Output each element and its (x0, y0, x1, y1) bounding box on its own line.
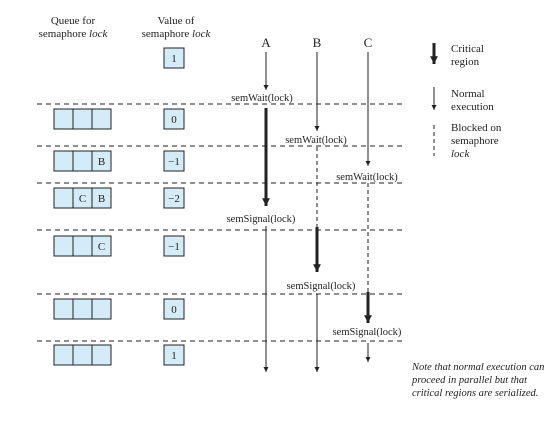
state-row: C −1 (53, 235, 185, 257)
state-row: B −1 (53, 150, 185, 172)
value-header: Value of semaphore lock (142, 15, 212, 40)
value-header-line2: semaphore lock (142, 28, 212, 40)
queue-header-line1: Queue for (51, 15, 96, 27)
queue-cell (91, 108, 112, 130)
legend-blocked-line2: semaphore (451, 135, 499, 147)
queue-header: Queue for semaphore lock (39, 15, 109, 40)
value-header-line1: Value of (158, 15, 195, 27)
queue-cell (72, 298, 93, 320)
queue-cell (91, 344, 112, 366)
queue-cell (72, 150, 93, 172)
operation-label: semSignal(lock) (333, 327, 402, 338)
process-label-c: C (364, 35, 373, 50)
operation-label: semSignal(lock) (227, 214, 296, 225)
value-box (163, 187, 185, 209)
value-box (163, 298, 185, 320)
footnote: Note that normal execution can proceed i… (412, 362, 545, 399)
legend-critical-line1: Critical (451, 43, 484, 55)
state-row: 0 (53, 108, 185, 130)
separators (37, 103, 405, 342)
semaphore-value: 0 (171, 304, 177, 316)
initial-value-box (163, 47, 185, 69)
legend-normal-line2: execution (451, 101, 494, 113)
process-label-a: A (261, 35, 271, 50)
queue-cell (72, 235, 93, 257)
queue-entry: B (98, 156, 105, 168)
process-label-b: B (313, 35, 322, 50)
queue-cell (91, 235, 112, 257)
queue-cell (53, 108, 74, 130)
queue-cell (53, 344, 74, 366)
legend-critical-line2: region (451, 56, 480, 68)
queue-cell (91, 187, 112, 209)
state-row: 1 (53, 344, 185, 366)
legend: Critical region Normal execution Blocked… (430, 43, 502, 160)
operation-label: semWait(lock) (231, 93, 293, 104)
queue-cell (91, 150, 112, 172)
queue-cell (53, 187, 74, 209)
state-row: 0 (53, 298, 185, 320)
legend-normal-line1: Normal (451, 88, 485, 100)
queue-header-line2: semaphore lock (39, 28, 109, 40)
queue-entry: C (79, 193, 86, 205)
queue-cell (72, 344, 93, 366)
value-box (163, 344, 185, 366)
semaphore-value: −1 (168, 241, 180, 253)
semaphore-value: −2 (168, 193, 180, 205)
semaphore-value: −1 (168, 156, 180, 168)
operation-label: semWait(lock) (285, 135, 347, 146)
value-box (163, 235, 185, 257)
queue-entry: C (98, 241, 105, 253)
value-box (163, 150, 185, 172)
queue-cell (72, 108, 93, 130)
legend-blocked-line1: Blocked on (451, 122, 502, 134)
queue-entry: B (98, 193, 105, 205)
value-box (163, 108, 185, 130)
queue-cell (53, 150, 74, 172)
semaphore-value: 1 (171, 350, 177, 362)
legend-blocked-line3: lock (451, 148, 470, 160)
queue-cell (91, 298, 112, 320)
queue-cell (53, 235, 74, 257)
queue-cell (53, 298, 74, 320)
semaphore-value: 0 (171, 114, 177, 126)
state-row: C B −2 (53, 187, 185, 209)
initial-value: 1 (171, 53, 177, 65)
operation-label: semSignal(lock) (287, 281, 356, 292)
operation-label: semWait(lock) (336, 172, 398, 183)
